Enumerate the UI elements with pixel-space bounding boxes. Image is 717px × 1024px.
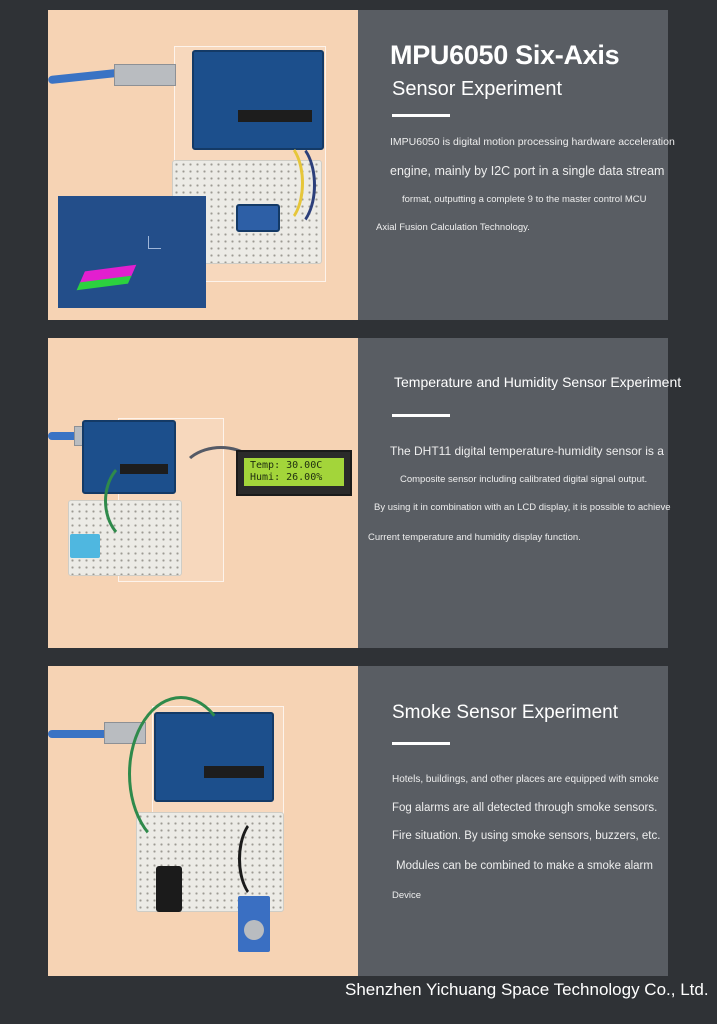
axis-icon	[148, 236, 161, 249]
buzzer-module	[156, 866, 182, 912]
lcd-display: Temp: 30.00C Humi: 26.00%	[236, 450, 352, 496]
wire-blue	[266, 140, 316, 230]
panel-smoke-text: Smoke Sensor Experiment Hotels, building…	[358, 666, 668, 976]
wire-black	[238, 816, 284, 902]
description-line: format, outputting a complete 9 to the m…	[402, 194, 647, 205]
panel-dht11-text: Temperature and Humidity Sensor Experime…	[358, 338, 681, 648]
description-line: The DHT11 digital temperature-humidity s…	[390, 444, 664, 458]
company-footer: Shenzhen Yichuang Space Technology Co., …	[345, 980, 709, 999]
description-line: Axial Fusion Calculation Technology.	[376, 222, 530, 233]
description-line: Composite sensor including calibrated di…	[400, 474, 648, 485]
dht11-sensor	[70, 534, 100, 558]
panel-title: Smoke Sensor Experiment	[392, 702, 618, 723]
wire-gray	[178, 446, 264, 512]
lcd-screen: Temp: 30.00C Humi: 26.00%	[244, 458, 344, 486]
description-line: engine, mainly by I2C port in a single d…	[390, 164, 665, 178]
photo-dht11-setup: Temp: 30.00C Humi: 26.00%	[48, 338, 358, 648]
panel-title: MPU6050 Six-Axis	[390, 40, 620, 70]
description-line: Device	[392, 890, 422, 901]
photo-mpu6050-setup	[48, 10, 358, 320]
panel-dht11: Temp: 30.00C Humi: 26.00% Temperature an…	[48, 338, 681, 648]
panel-subtitle: Sensor Experiment	[392, 78, 563, 100]
lcd-line-humidity: Humi: 26.00%	[250, 472, 323, 483]
panel-title: Temperature and Humidity Sensor Experime…	[394, 374, 682, 390]
wire-green	[128, 696, 234, 852]
3d-visualization-screen	[58, 196, 206, 308]
microcontroller-chip	[238, 110, 312, 122]
description-line: Hotels, buildings, and other places are …	[392, 774, 659, 785]
title-underline	[392, 414, 450, 417]
description-line: Fog alarms are all detected through smok…	[392, 802, 658, 814]
description-line: Fire situation. By using smoke sensors, …	[392, 830, 661, 842]
description-line: By using it in combination with an LCD d…	[374, 502, 671, 513]
title-underline	[392, 742, 450, 745]
wire-green	[104, 458, 170, 544]
sensor-mesh-icon	[244, 920, 264, 940]
usb-cable	[48, 730, 118, 738]
lcd-line-temperature: Temp: 30.00C	[250, 460, 323, 471]
usb-cable	[48, 432, 88, 440]
title-underline	[392, 114, 450, 117]
usb-plug	[114, 64, 176, 86]
panel-mpu6050: MPU6050 Six-Axis Sensor Experiment IMPU6…	[48, 10, 675, 320]
photo-smoke-setup	[48, 666, 358, 976]
arduino-board	[192, 50, 324, 150]
panel-mpu6050-text: MPU6050 Six-Axis Sensor Experiment IMPU6…	[358, 10, 675, 320]
description-line: Current temperature and humidity display…	[368, 532, 581, 543]
description-line: IMPU6050 is digital motion processing ha…	[390, 136, 675, 148]
smoke-sensor-module	[238, 896, 270, 952]
description-line: Modules can be combined to make a smoke …	[396, 860, 653, 872]
panel-smoke: Smoke Sensor Experiment Hotels, building…	[48, 666, 668, 976]
